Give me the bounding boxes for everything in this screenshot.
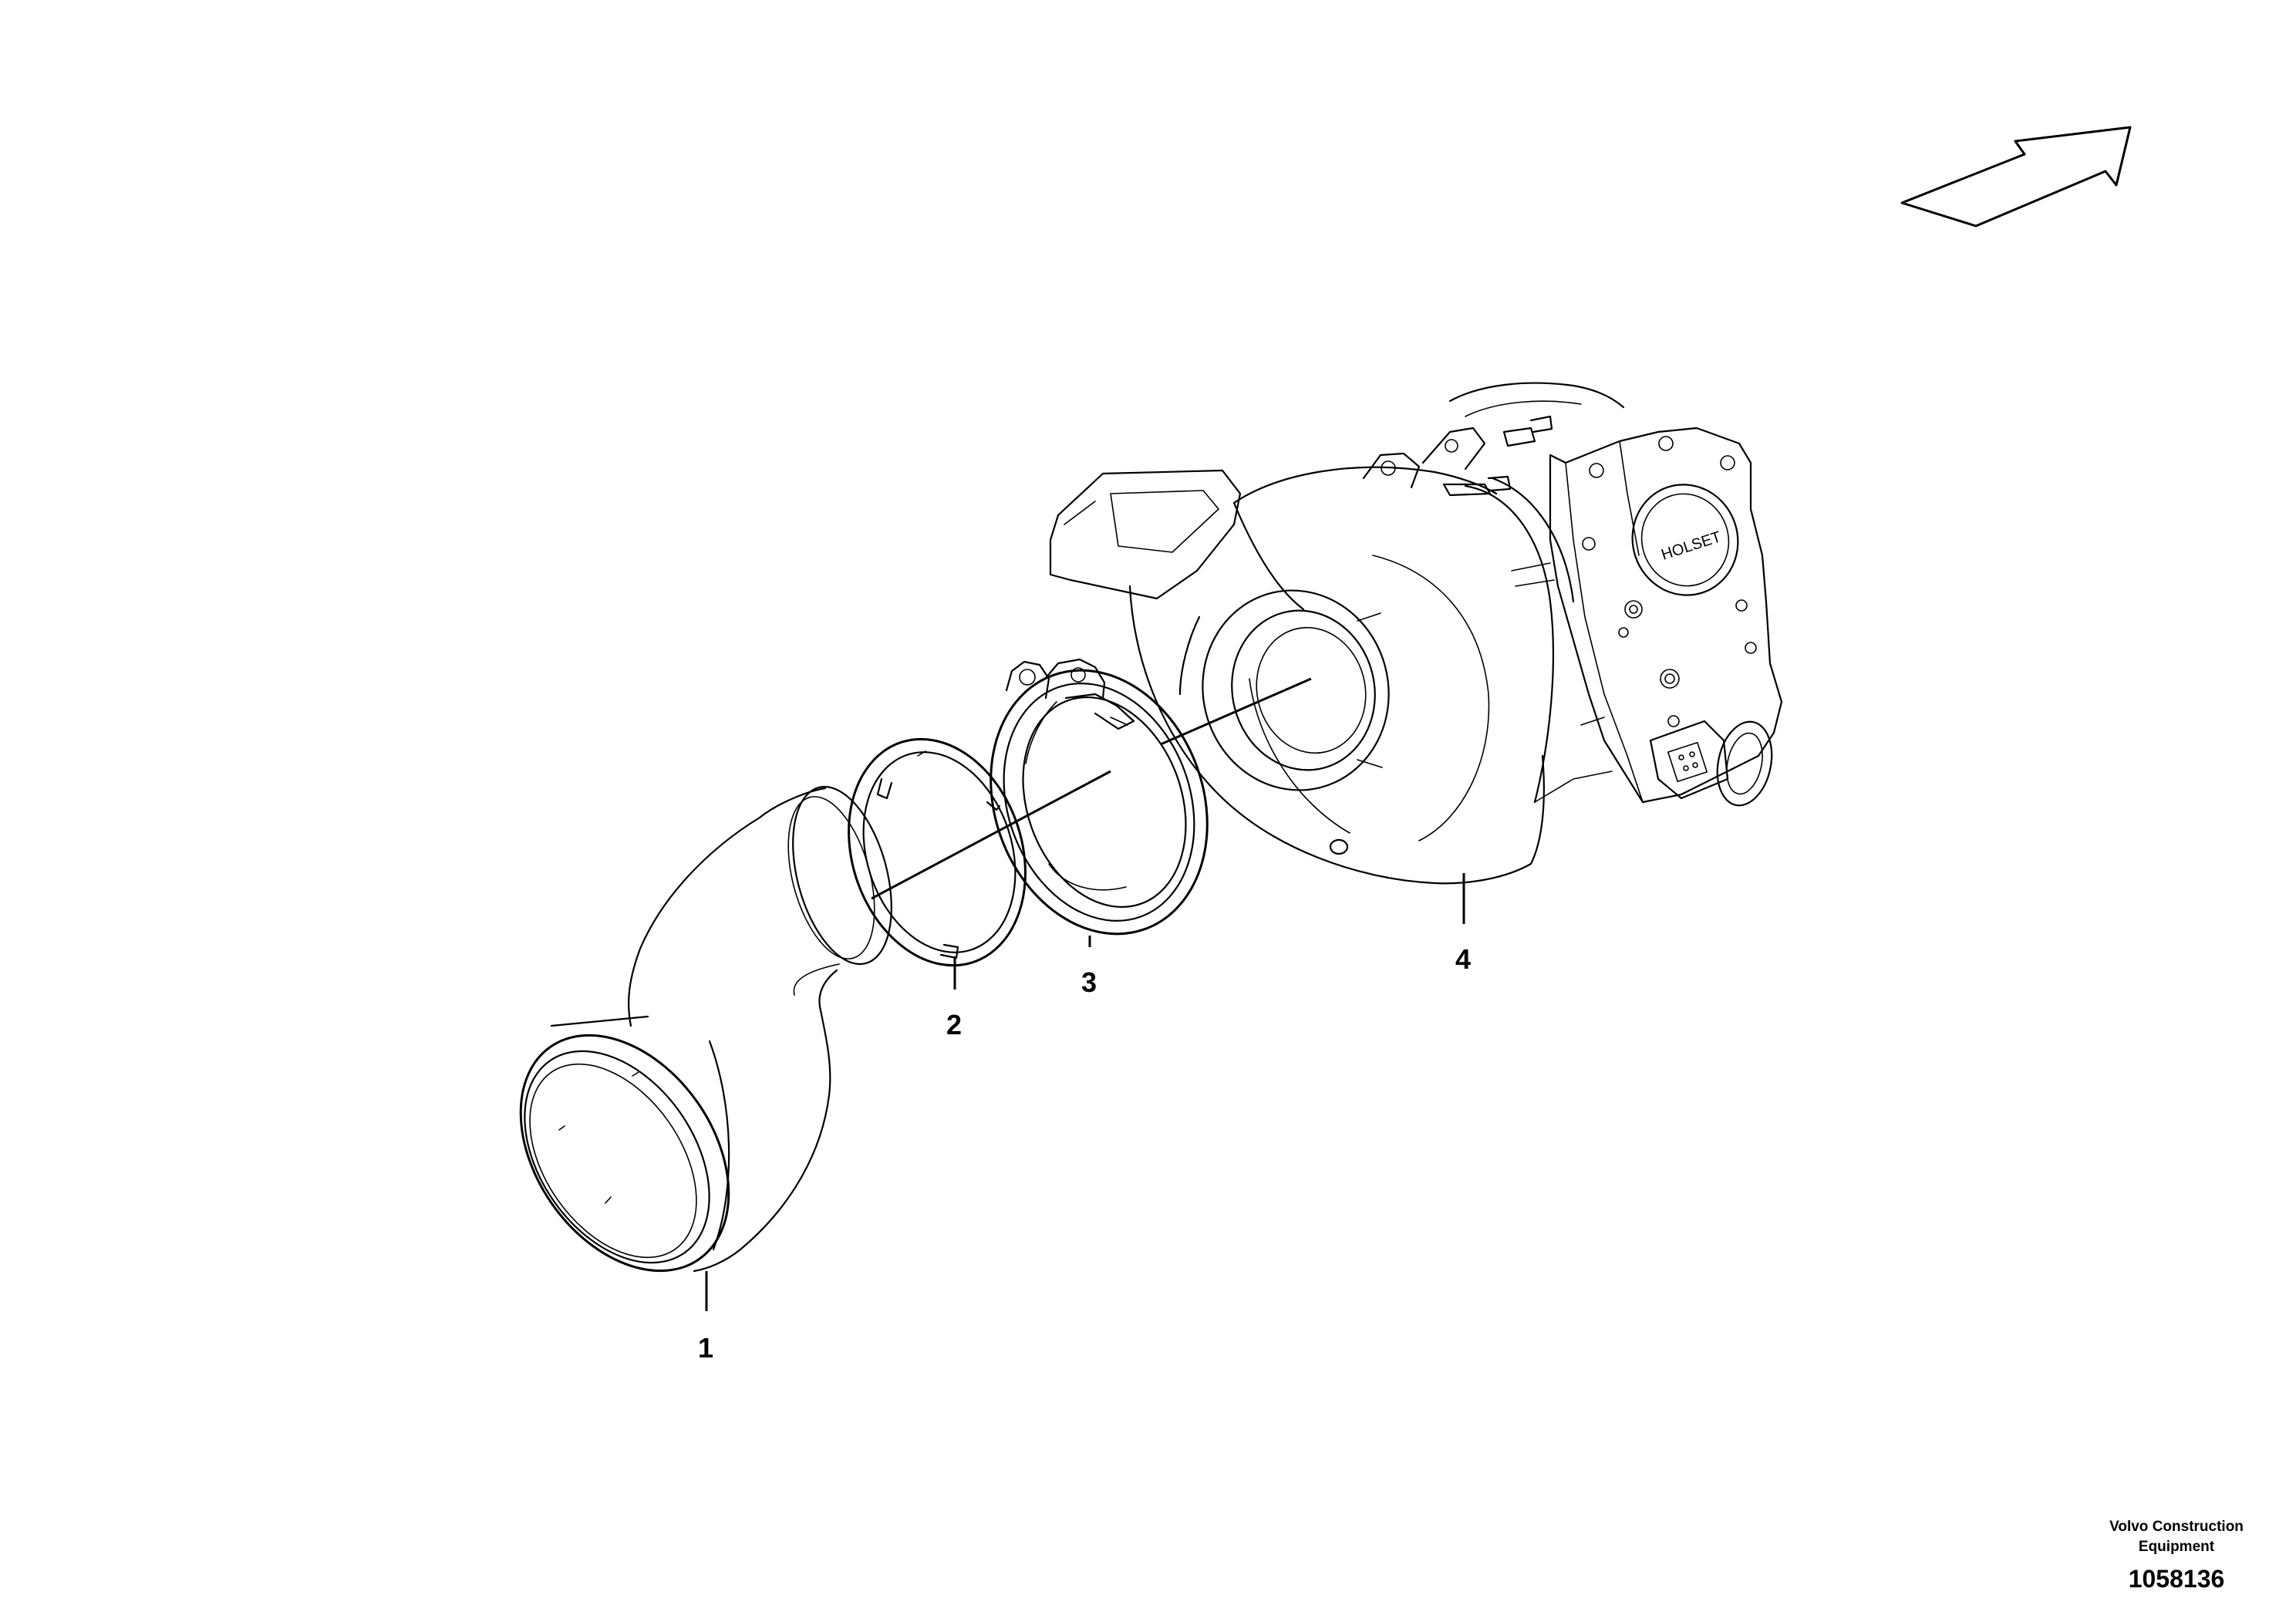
- callout-1: 1: [698, 1332, 713, 1364]
- credit-line-2: Equipment: [2139, 1539, 2215, 1555]
- v-band-clamp-drawing: [990, 658, 1209, 936]
- reference-number: 1058136: [2129, 1565, 2225, 1593]
- callout-4: 4: [1455, 943, 1471, 975]
- callout-leaders: [705, 873, 1465, 1311]
- direction-arrow-icon: [1900, 126, 2132, 228]
- exhaust-elbow-drawing: [519, 785, 892, 1273]
- turbocharger-drawing: HOLSET: [1049, 382, 1783, 885]
- callout-3: 3: [1081, 966, 1097, 998]
- assembly-centerlines: [871, 677, 1312, 900]
- sealing-ring-drawing: [848, 737, 1027, 967]
- turbo-brand-marking: HOLSET: [1659, 528, 1723, 564]
- callout-2: 2: [946, 1009, 962, 1040]
- credit-line-1: Volvo Construction: [2109, 1519, 2244, 1535]
